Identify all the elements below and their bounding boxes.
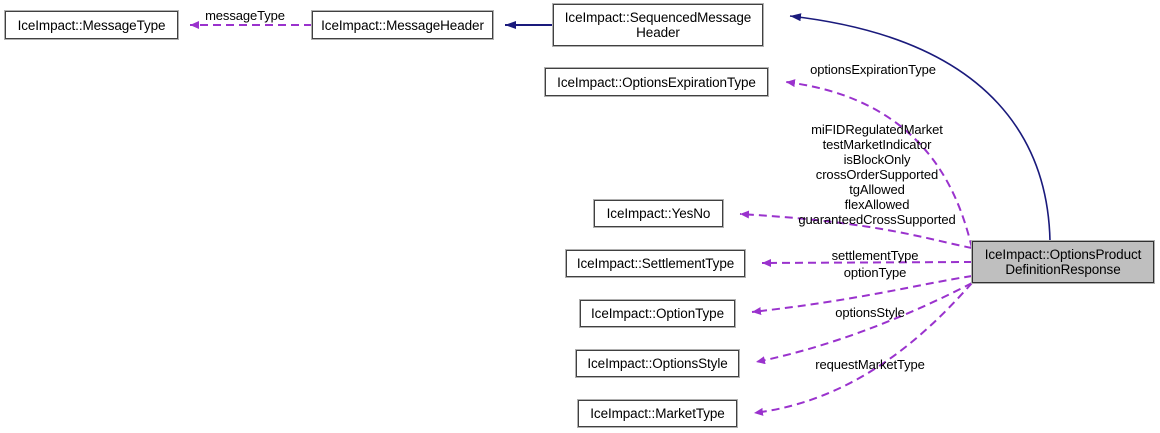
node-options-style[interactable]: IceImpact::OptionsStyle: [575, 349, 740, 378]
node-yes-no[interactable]: IceImpact::YesNo: [593, 199, 724, 228]
node-settlement-type[interactable]: IceImpact::SettlementType: [565, 249, 746, 278]
edge-market-type: [753, 282, 973, 416]
edge-label-yes-no-fields: miFIDRegulatedMarket testMarketIndicator…: [798, 122, 956, 227]
edge-label-request-market-type: requestMarketType: [815, 357, 925, 372]
edge-label-options-style: optionsStyle: [835, 305, 905, 320]
node-message-type[interactable]: IceImpact::MessageType: [4, 10, 179, 40]
node-market-type[interactable]: IceImpact::MarketType: [577, 399, 738, 428]
edge-label-options-expiration-type: optionsExpirationType: [810, 62, 936, 77]
edge-label-message-type: messageType: [205, 8, 285, 23]
node-options-expiration-type[interactable]: IceImpact::OptionsExpirationType: [544, 67, 769, 97]
node-option-type[interactable]: IceImpact::OptionType: [579, 299, 736, 328]
edge-label-option-type: optionType: [843, 265, 907, 280]
node-options-product-definition-response[interactable]: IceImpact::OptionsProduct DefinitionResp…: [971, 240, 1155, 284]
node-sequenced-message-header[interactable]: IceImpact::SequencedMessage Header: [552, 3, 764, 47]
edge-label-settlement-type: settlementType: [831, 248, 919, 263]
node-message-header[interactable]: IceImpact::MessageHeader: [311, 10, 494, 40]
edge-options-style: [755, 282, 973, 365]
